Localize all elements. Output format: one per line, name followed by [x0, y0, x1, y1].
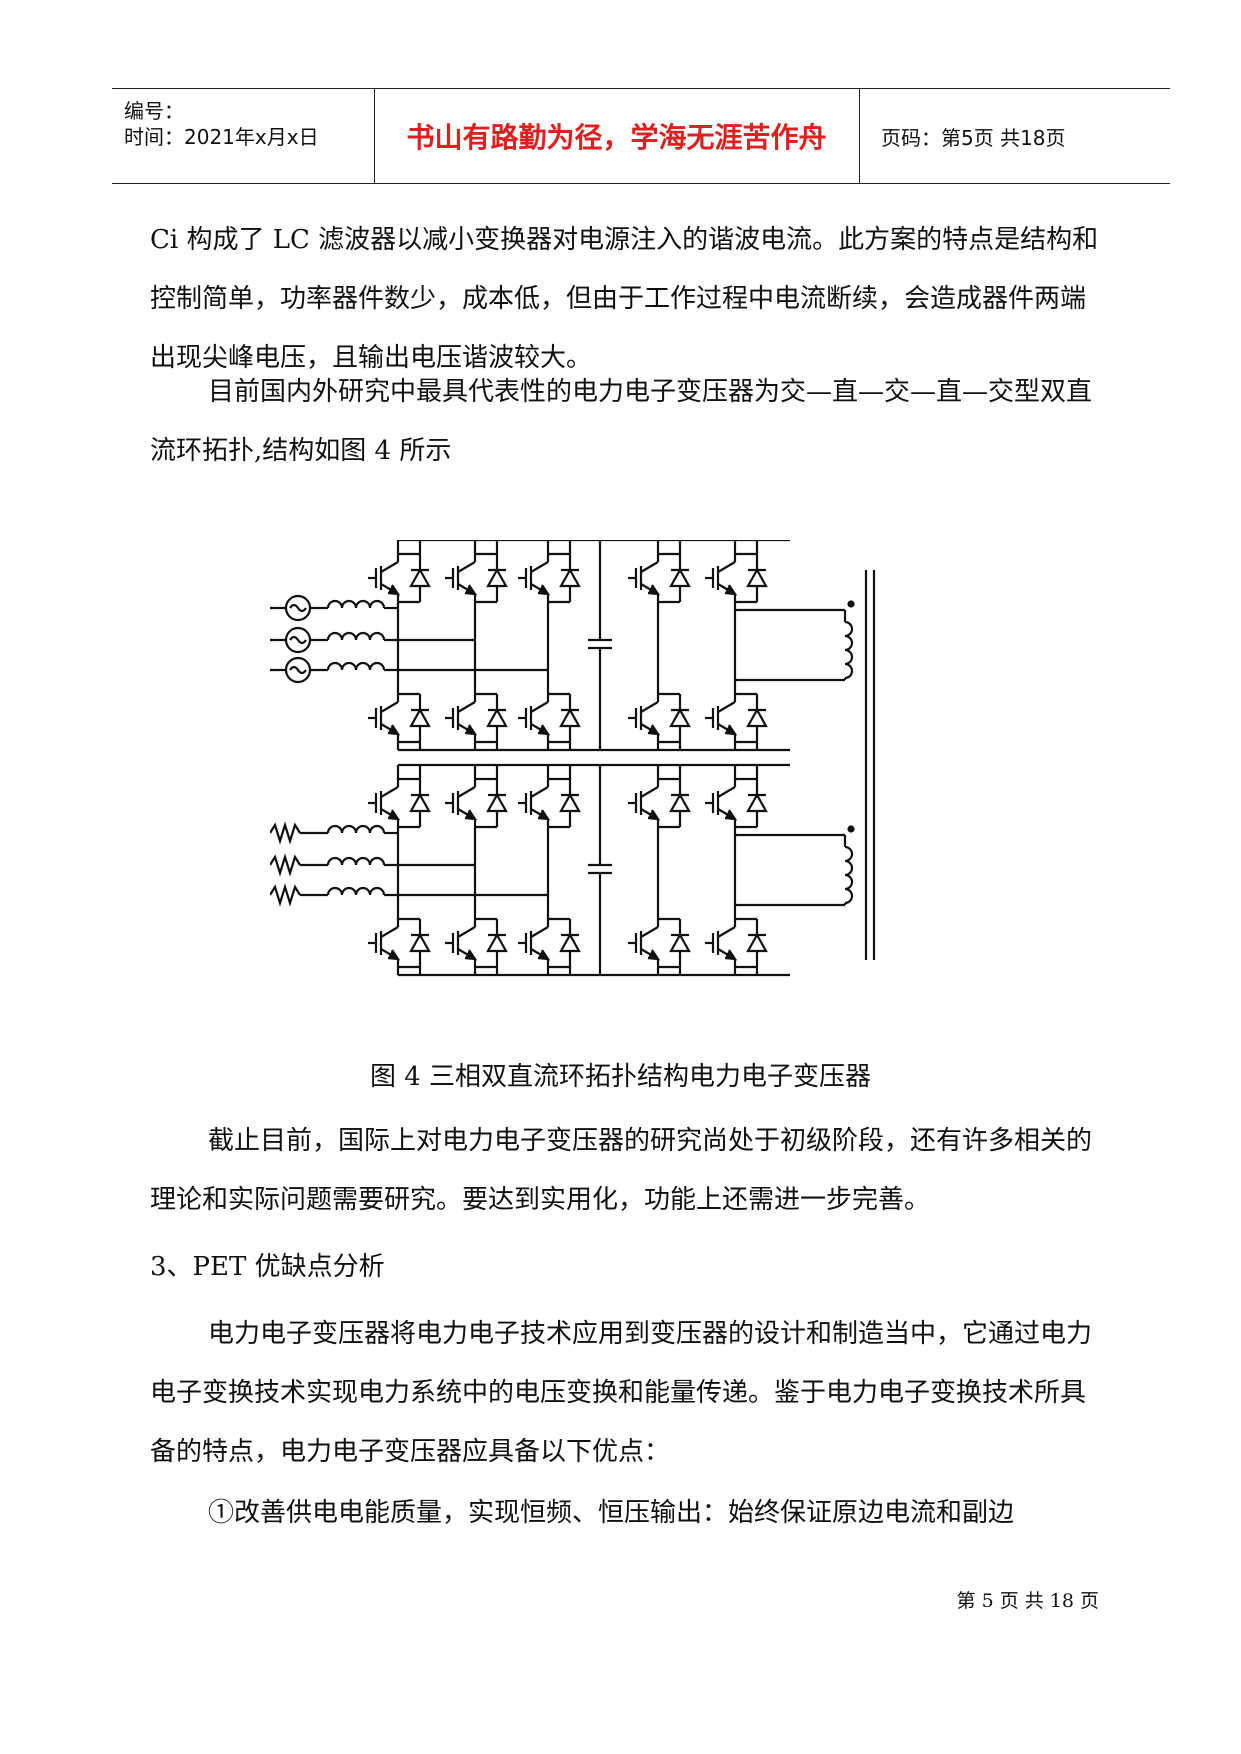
inductor [326, 886, 386, 896]
diode-triangle [669, 932, 691, 953]
diode-triangle [559, 792, 581, 813]
time-label: 时间：2021年x月x日 [124, 125, 319, 149]
paragraph-1: Ci 构成了 LC 滤波器以减小变换器对电源注入的谐波电流。此方案的特点是结构和… [150, 225, 1099, 373]
igbt-collector [717, 786, 736, 798]
header-motto: 书山有路勤为径，学海无涯苦作舟 [374, 89, 860, 183]
igbt-collector [380, 561, 399, 573]
igbt-collector [457, 701, 476, 713]
header-left-cell: 编号： 时间：2021年x月x日 [112, 89, 375, 183]
polarity-dot [847, 600, 855, 608]
igbt-collector [717, 926, 736, 938]
diode-triangle [409, 792, 431, 813]
resistor [270, 853, 301, 877]
ac-wave [289, 665, 307, 675]
diode-triangle [746, 932, 768, 953]
section-heading: 3、PET 优缺点分析 [150, 1252, 385, 1282]
paragraph-4: 电力电子变压器将电力电子技术应用到变压器的设计和制造当中，它通过电力电子变换技术… [150, 1319, 1093, 1467]
igbt-collector [640, 926, 659, 938]
igbt-collector [640, 786, 659, 798]
ac-wave [289, 603, 307, 613]
diode-triangle [559, 707, 581, 728]
igbt-collector [457, 561, 476, 573]
pet-topology-diagram [270, 540, 876, 977]
igbt-collector [640, 701, 659, 713]
igbt-collector [380, 926, 399, 938]
diode-triangle [669, 792, 691, 813]
igbt-collector [530, 701, 549, 713]
paragraph-5: ①改善供电电能质量，实现恒频、恒压输出：始终保证原边电流和副边 [208, 1498, 1015, 1528]
diode-triangle [486, 707, 508, 728]
diode-triangle [746, 792, 768, 813]
diode-triangle [486, 932, 508, 953]
diode-triangle [409, 932, 431, 953]
paragraph-3: 截止目前，国际上对电力电子变压器的研究尚处于初级阶段，还有许多相关的理论和实际问… [150, 1126, 1093, 1215]
igbt-collector [530, 561, 549, 573]
inductor [326, 856, 386, 866]
igbt-collector [457, 786, 476, 798]
inductor [326, 661, 386, 671]
polarity-dot [847, 825, 855, 833]
igbt-collector [530, 786, 549, 798]
diode-triangle [746, 707, 768, 728]
diode-triangle [746, 567, 768, 588]
diode-triangle [409, 567, 431, 588]
igbt-collector [717, 701, 736, 713]
inductor [326, 599, 386, 609]
igbt-collector [380, 701, 399, 713]
igbt-collector [380, 786, 399, 798]
transformer-winding [844, 620, 854, 680]
igbt-collector [530, 926, 549, 938]
diode-triangle [669, 567, 691, 588]
diode-triangle [486, 792, 508, 813]
page-footer: 第 5 页 共 18 页 [956, 1590, 1099, 1612]
page-header: 编号： 时间：2021年x月x日 书山有路勤为径，学海无涯苦作舟 页码：第5页 … [112, 88, 1170, 184]
inductor [326, 631, 386, 641]
figure-caption: 图 4 三相双直流环拓扑结构电力电子变压器 [369, 1062, 872, 1092]
transformer-winding [844, 845, 854, 905]
number-label: 编号： [124, 99, 184, 123]
diode-triangle [669, 707, 691, 728]
diode-triangle [486, 567, 508, 588]
inductor [326, 824, 386, 834]
diode-triangle [559, 932, 581, 953]
ac-wave [289, 635, 307, 645]
resistor [270, 821, 301, 845]
header-page-info: 页码：第5页 共18页 [881, 125, 1066, 150]
igbt-collector [717, 561, 736, 573]
diode-triangle [559, 567, 581, 588]
igbt-collector [640, 561, 659, 573]
diode-triangle [409, 707, 431, 728]
paragraph-2: 目前国内外研究中最具代表性的电力电子变压器为交—直—交—直—交型双直流环拓扑,结… [150, 377, 1093, 466]
igbt-collector [457, 926, 476, 938]
resistor [270, 883, 301, 907]
